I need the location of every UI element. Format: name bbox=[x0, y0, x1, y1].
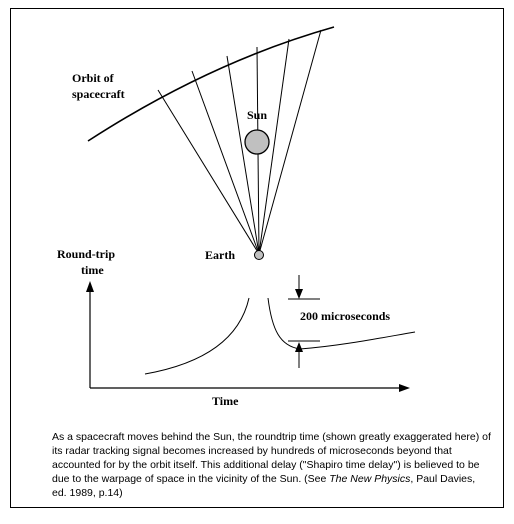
delay-annotation: 200 microseconds bbox=[300, 309, 390, 323]
y-axis-label-line2: time bbox=[81, 263, 104, 277]
y-axis-arrowhead bbox=[86, 281, 94, 292]
delay-indicator bbox=[288, 275, 320, 368]
figure-caption: As a spacecraft moves behind the Sun, th… bbox=[52, 430, 492, 500]
radar-ray bbox=[191, 70, 260, 255]
sun-disk bbox=[244, 129, 270, 155]
graph-axes bbox=[86, 281, 410, 392]
delay-arrow-top-head bbox=[295, 289, 303, 299]
curve-before-conjunction bbox=[144, 297, 250, 375]
earth-dot bbox=[254, 250, 264, 260]
radar-rays bbox=[157, 29, 322, 255]
sun-label: Sun bbox=[247, 108, 267, 122]
x-axis-arrowhead bbox=[399, 384, 410, 392]
x-axis-label: Time bbox=[212, 394, 239, 408]
delay-arrow-bottom-head bbox=[295, 342, 303, 352]
caption-text-main: As a spacecraft moves behind the Sun, th… bbox=[52, 431, 491, 485]
spacecraft-orbit-arc bbox=[87, 26, 335, 142]
radar-ray bbox=[258, 29, 322, 255]
orbit-label-line1: Orbit of bbox=[72, 71, 115, 85]
radar-ray bbox=[258, 38, 290, 255]
orbit-label-line2: spacecraft bbox=[72, 87, 125, 101]
caption-book-title: The New Physics bbox=[329, 473, 411, 485]
y-axis-label-line1: Round-trip bbox=[57, 247, 115, 261]
caption-text-citation: , Paul Davies, ed. 1989, p.14) bbox=[52, 473, 476, 499]
earth-label: Earth bbox=[205, 248, 235, 262]
radar-ray bbox=[157, 89, 260, 255]
radar-ray bbox=[226, 55, 260, 255]
